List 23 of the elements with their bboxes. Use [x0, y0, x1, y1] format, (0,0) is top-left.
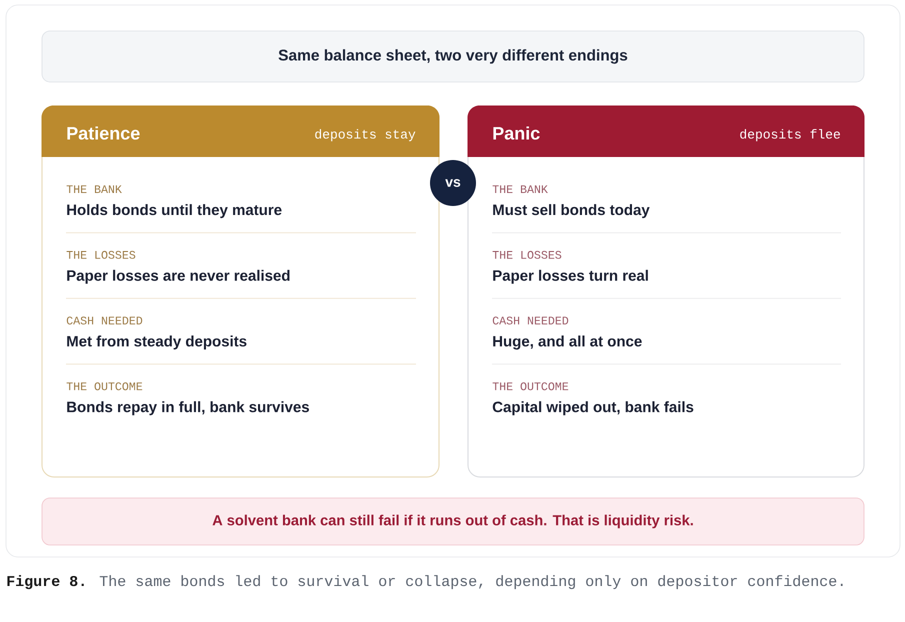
- row-label: THE LOSSES: [66, 250, 136, 259]
- row-label: THE BANK: [492, 185, 548, 193]
- row-label: CASH NEEDED: [66, 316, 142, 324]
- row-label: CASH NEEDED: [492, 316, 568, 324]
- tag-text: deposits stay: [315, 129, 416, 142]
- row-text: Paper losses are never realised: [67, 270, 290, 284]
- card-title: Panic: [493, 126, 540, 140]
- row-label: THE OUTCOME: [66, 382, 142, 390]
- row-text: Paper losses turn real: [493, 270, 648, 284]
- title-banner: Same balance sheet, two very different endings: [42, 30, 864, 82]
- row-label: THE BANK: [66, 185, 122, 193]
- caption: Figure 8. The same bonds led to survival or collapse, depending only on depositor confidence.: [7, 575, 843, 590]
- row-label: THE LOSSES: [492, 250, 562, 259]
- card-title: Patience: [67, 126, 140, 140]
- tag-text: deposits flee: [740, 129, 840, 142]
- row-text: Bonds repay in full, bank survives: [67, 401, 309, 416]
- row-text: Met from steady deposits: [67, 336, 246, 350]
- note-box: A solvent bank can still fail if it runs out of cash. That is liquidity risk.: [42, 498, 864, 546]
- row-text: Capital wiped out, bank fails: [492, 401, 694, 416]
- row-label: THE OUTCOME: [492, 382, 568, 390]
- row-text: Huge, and all at once: [493, 336, 642, 350]
- row-text: Holds bonds until they mature: [67, 204, 282, 218]
- row-text: Must sell bonds today: [493, 204, 650, 218]
